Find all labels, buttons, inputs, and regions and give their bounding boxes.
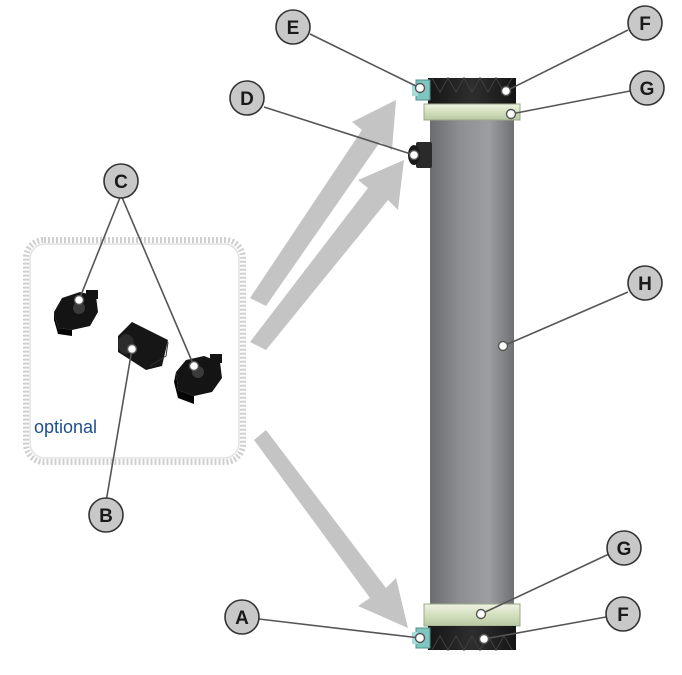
callout-d-label: D — [240, 89, 254, 110]
callout-c: C — [103, 163, 139, 199]
arrow-to-port-d — [250, 160, 404, 350]
housing-assembly — [408, 76, 521, 652]
housing-tube — [430, 118, 514, 608]
callout-e: E — [275, 9, 311, 45]
callout-d: D — [229, 80, 265, 116]
arrow-to-port-e — [250, 100, 396, 306]
bottom-end-cap — [428, 626, 516, 652]
optional-label: optional — [34, 417, 97, 437]
callout-g-top: G — [629, 70, 665, 106]
callout-b: B — [88, 497, 124, 533]
callout-h: H — [627, 265, 663, 301]
callout-f-top: F — [627, 5, 663, 41]
arrow-to-port-a — [254, 430, 408, 628]
flow-arrows — [250, 100, 408, 628]
callout-g-bottom-label: G — [617, 539, 632, 560]
leader-lines — [78, 29, 631, 640]
callout-a: A — [224, 599, 260, 635]
callout-f-top-label: F — [639, 14, 651, 35]
bottom-clamp-band — [423, 603, 521, 627]
callout-h-label: H — [638, 274, 652, 295]
callout-g-bottom: G — [606, 530, 642, 566]
leader-dots — [73, 82, 517, 645]
callout-c-label: C — [114, 172, 128, 193]
top-clamp-band — [423, 103, 521, 121]
callout-g-top-label: G — [640, 79, 655, 100]
clamp-part-upper — [54, 290, 98, 336]
callout-f-bottom: F — [605, 596, 641, 632]
callout-b-label: B — [99, 506, 113, 527]
callout-e-label: E — [287, 18, 300, 39]
callout-a-label: A — [235, 608, 249, 629]
callout-f-bottom-label: F — [617, 605, 629, 626]
